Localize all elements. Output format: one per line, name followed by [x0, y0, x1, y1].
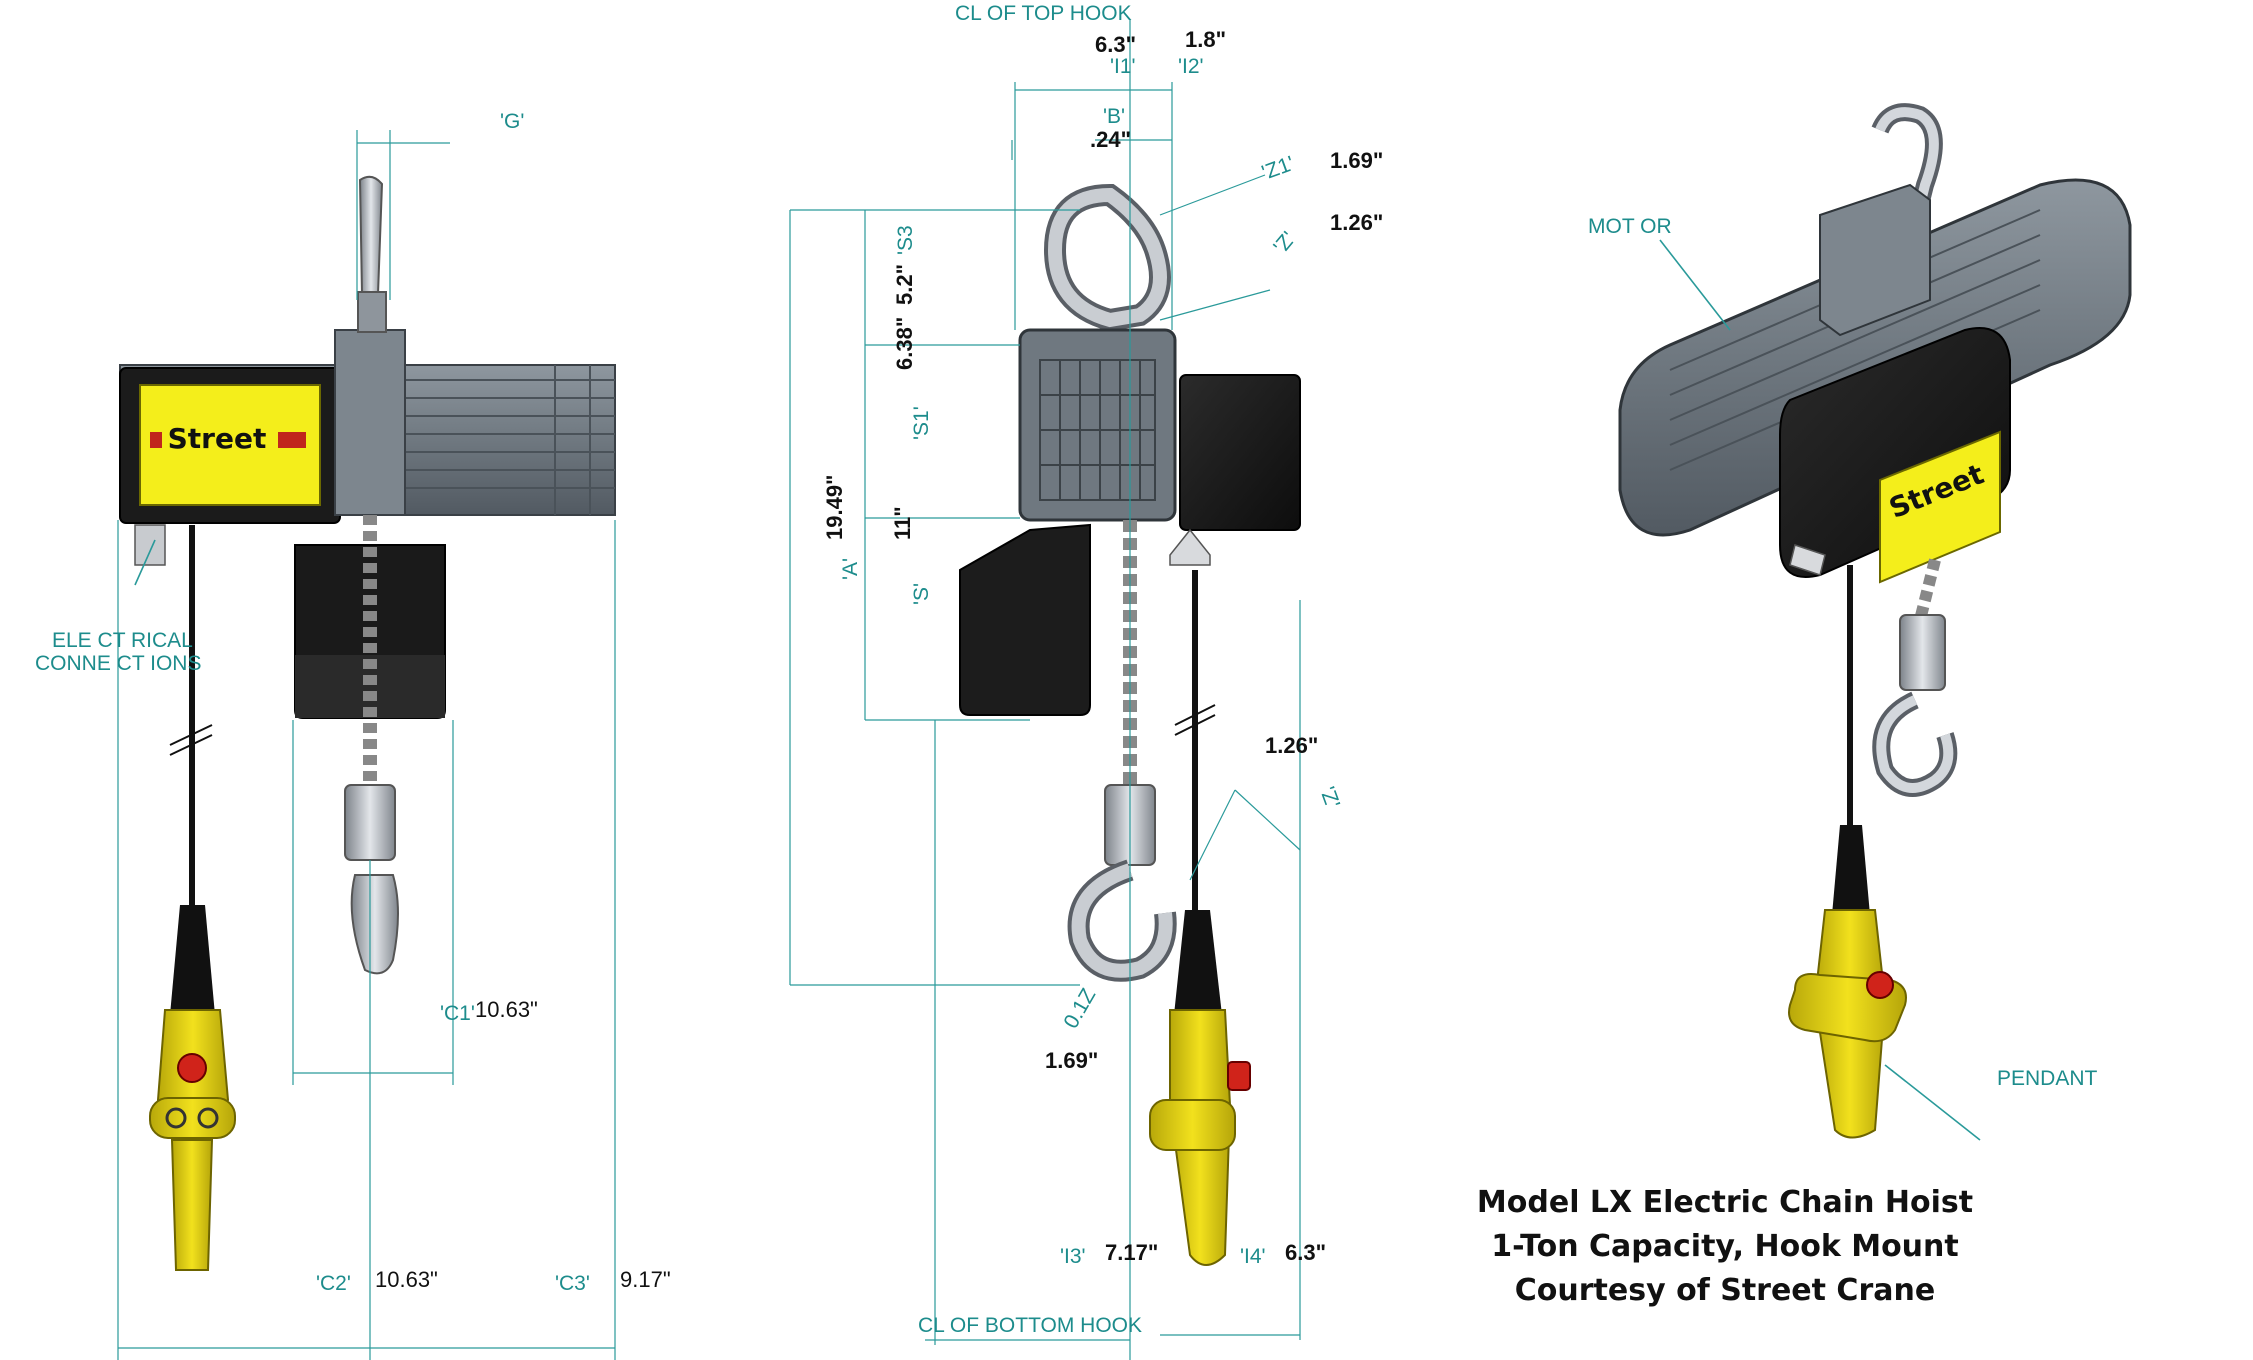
control-box-side	[1179, 374, 1301, 531]
dim-i4-label: 'I4'	[1240, 1245, 1266, 1268]
electrical-note-line2: CONNE CT IONS	[35, 652, 201, 675]
dim-c3-label: 'C3'	[555, 1272, 590, 1295]
dim-s-label: 'S'	[910, 583, 933, 605]
dim-s-value: 11"	[890, 506, 915, 540]
cl-top-hook-label: CL OF TOP HOOK	[955, 2, 1132, 25]
dim-c1-label: 'C1'	[440, 1002, 475, 1025]
bottom-hook	[350, 874, 399, 975]
caption-line1: Model LX Electric Chain Hoist	[1477, 1185, 1973, 1220]
dim-a-value: 19.49"	[822, 475, 847, 540]
side-view: CL OF TOP HOOK 6.3" 'I1' 1.8" 'I2' 'B' .…	[789, 2, 1383, 1360]
dim-b-label: 'B'	[1103, 105, 1125, 128]
stop-button-iso	[1866, 971, 1894, 999]
dim-i3-value: 7.17"	[1105, 1240, 1158, 1265]
dim-g-label: 'G'	[500, 110, 524, 133]
dim-a-label: 'A'	[839, 558, 862, 580]
brand-text: Street	[168, 422, 267, 455]
pendant-label: PENDANT	[1997, 1067, 2098, 1090]
stop-button	[177, 1053, 207, 1083]
dim-z1-lower-label: 0.1Z	[1059, 984, 1100, 1032]
dim-z1-lower-value: 1.69"	[1045, 1048, 1098, 1073]
dim-c2-label: 'C2'	[316, 1272, 351, 1295]
dim-i3-label: 'I3'	[1060, 1245, 1086, 1268]
dim-z1-value: 1.69"	[1330, 148, 1383, 173]
dim-z-value: 1.26"	[1330, 210, 1383, 235]
dim-c3-value: 9.17"	[620, 1267, 671, 1292]
electrical-note-line1: ELE CT RICAL	[52, 629, 193, 652]
dim-s3-label: 'S3	[894, 225, 917, 255]
gearbox-side	[1018, 328, 1177, 522]
bottom-block-iso	[1899, 614, 1946, 691]
dim-b-value: .24"	[1090, 127, 1131, 152]
dim-c1-value: 10.63"	[475, 997, 538, 1022]
brand-label-iso	[1879, 430, 2001, 584]
caption: Model LX Electric Chain Hoist 1-Ton Capa…	[1477, 1185, 1973, 1308]
caption-line3: Courtesy of Street Crane	[1515, 1273, 1935, 1308]
dim-z-label: 'Z'	[1269, 227, 1300, 258]
dim-i2-label: 'I2'	[1178, 55, 1204, 78]
dim-z-lower-label: 'Z'	[1315, 784, 1344, 811]
dim-c2-value: 10.63"	[375, 1267, 438, 1292]
dim-s1-value: 6.38"	[892, 317, 917, 370]
iso-view: Street MOT OR PENDANT	[1588, 103, 2132, 1141]
stop-button-side	[1227, 1061, 1251, 1091]
gearbox	[334, 329, 406, 516]
dim-z-lower-value: 1.26"	[1265, 733, 1318, 758]
bottom-block	[344, 784, 396, 861]
dim-z1-label: 'Z1'	[1259, 152, 1297, 185]
connector	[134, 524, 166, 566]
dim-i2-value: 1.8"	[1185, 27, 1226, 52]
motor-iso	[1618, 178, 2132, 537]
motor-label: MOT OR	[1588, 215, 1672, 238]
chain-bag-side	[959, 523, 1091, 716]
front-view: Street	[35, 110, 671, 1360]
dim-i1-label: 'I1'	[1110, 55, 1136, 78]
caption-line2: 1-Ton Capacity, Hook Mount	[1491, 1229, 1959, 1264]
dim-i4-value: 6.3"	[1285, 1240, 1326, 1265]
dim-s3-value: 5.2"	[892, 264, 917, 305]
dim-i1-value: 6.3"	[1095, 32, 1136, 57]
top-hook	[358, 175, 384, 295]
cl-bottom-hook-label: CL OF BOTTOM HOOK	[918, 1314, 1142, 1337]
dim-s1-label: 'S1'	[910, 406, 933, 440]
